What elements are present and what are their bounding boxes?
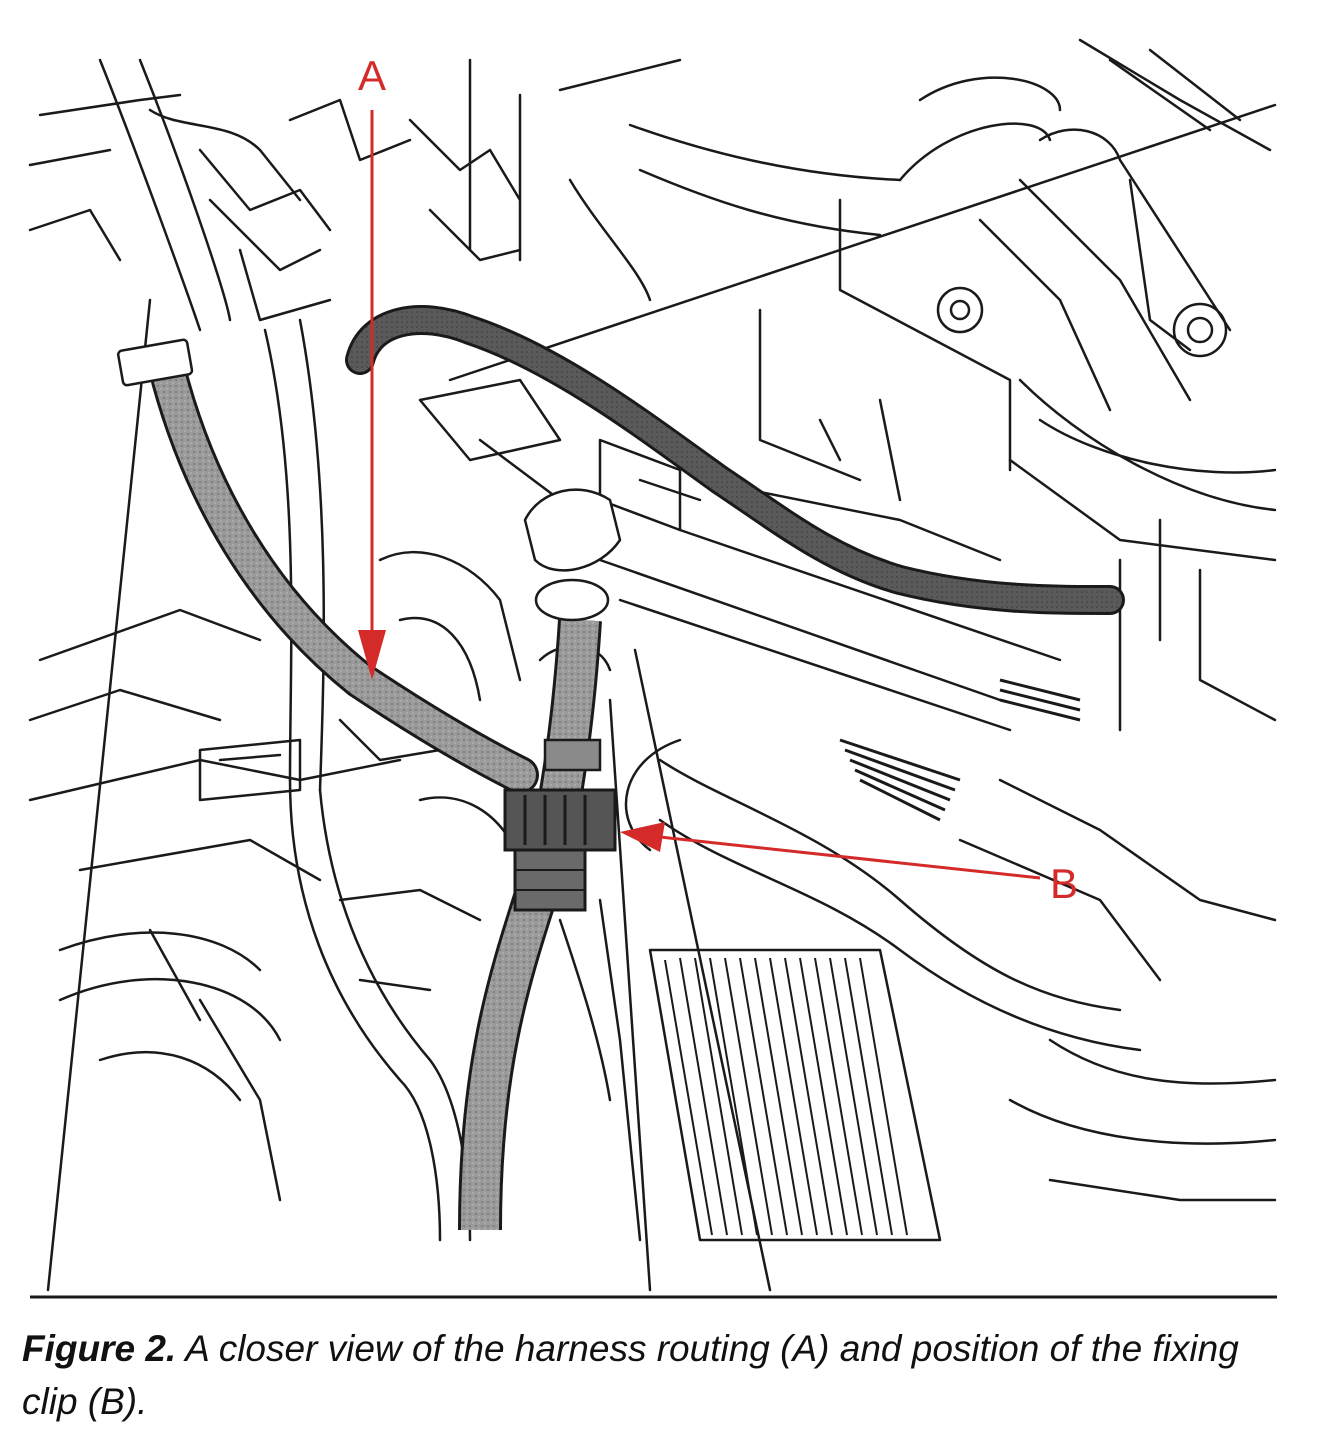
callout-b: B bbox=[620, 822, 1078, 907]
callout-b-label: B bbox=[1050, 860, 1078, 907]
engine-bay-line-drawing: A B bbox=[28, 38, 1277, 1299]
figure-caption: Figure 2. A closer view of the harness r… bbox=[22, 1322, 1302, 1428]
fixing-clip bbox=[503, 788, 617, 912]
left-harness-branch bbox=[151, 361, 539, 794]
harness-connectors bbox=[116, 338, 622, 772]
callout-a-label: A bbox=[358, 52, 386, 99]
belt-ribs bbox=[839, 678, 1081, 822]
callout-a: A bbox=[358, 52, 386, 680]
radiator-fins bbox=[664, 957, 908, 1236]
background-components bbox=[28, 38, 1277, 1292]
caption-text: A closer view of the harness routing (A)… bbox=[22, 1328, 1239, 1422]
caption-lead: Figure 2. bbox=[22, 1328, 177, 1369]
